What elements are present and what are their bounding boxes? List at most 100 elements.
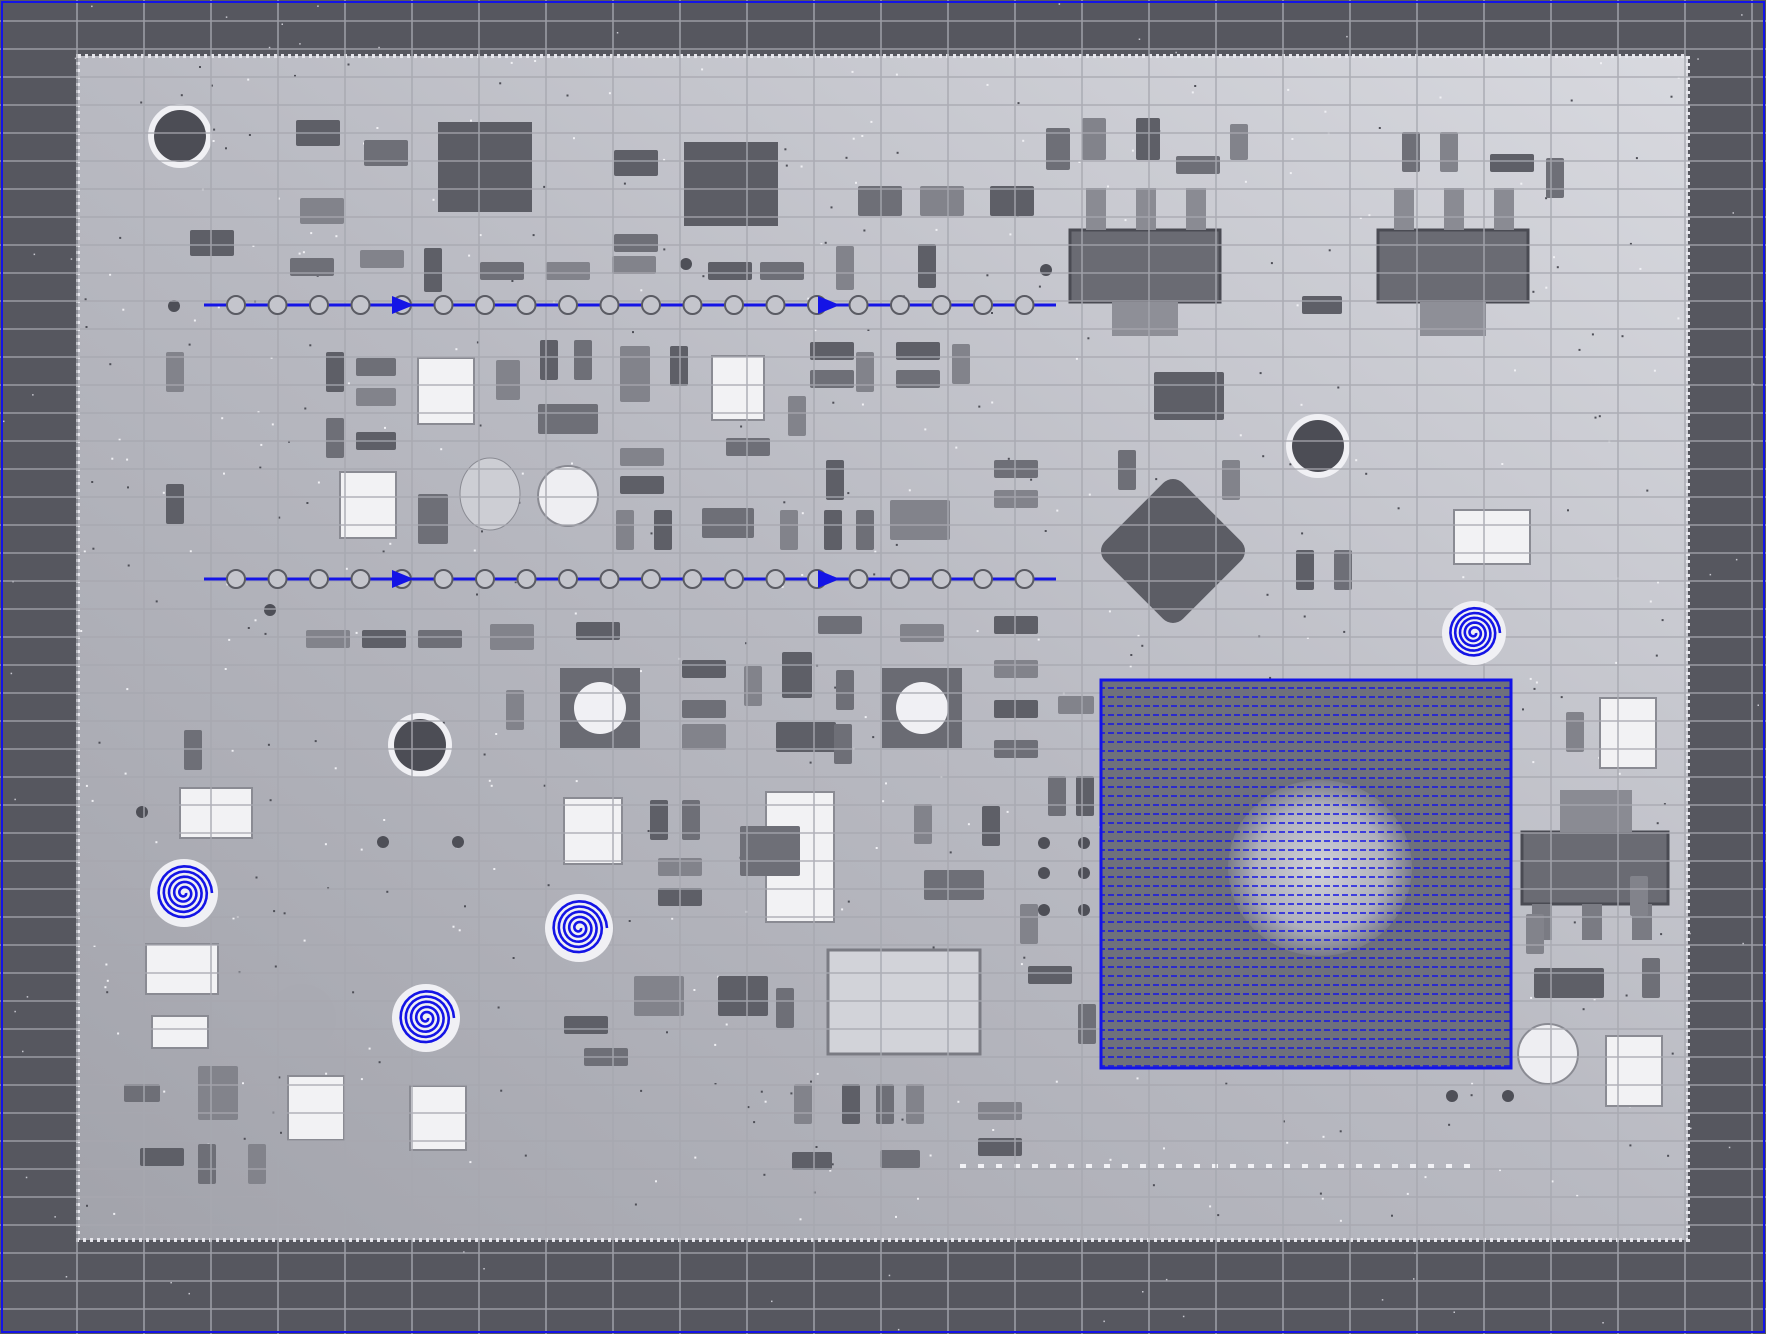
bga-scan-region[interactable] — [1099, 678, 1513, 1070]
speck — [1406, 1192, 1409, 1195]
speck — [1545, 197, 1548, 200]
test-point — [1068, 1164, 1074, 1168]
speck — [955, 446, 958, 449]
via — [1078, 837, 1090, 849]
speck — [1270, 262, 1273, 265]
regulator-pin — [1394, 188, 1414, 230]
speck — [106, 991, 109, 994]
test-point — [1320, 1164, 1326, 1168]
test-point — [996, 1164, 1002, 1168]
speck — [264, 632, 267, 635]
speck — [1303, 615, 1306, 618]
speck — [1649, 600, 1652, 603]
passive-component — [918, 244, 936, 288]
test-point — [1302, 1164, 1308, 1168]
via — [1078, 867, 1090, 879]
speck — [225, 16, 228, 18]
scan-point — [931, 295, 952, 315]
white-pad — [287, 1075, 345, 1141]
spiral-path — [399, 989, 456, 1044]
passive-component — [1526, 914, 1544, 954]
passive-component — [634, 976, 684, 1016]
speck — [1462, 576, 1465, 579]
test-point — [1032, 1164, 1038, 1168]
regulator-tab — [1560, 790, 1632, 832]
passive-component — [1048, 776, 1066, 816]
test-point — [1356, 1164, 1362, 1168]
via — [1502, 1090, 1514, 1102]
speck — [760, 1090, 763, 1093]
speck — [1182, 1315, 1185, 1318]
passive-component — [620, 448, 664, 466]
speck — [267, 743, 270, 746]
passive-component — [744, 666, 762, 706]
speck — [1741, 14, 1743, 16]
speck — [1301, 532, 1304, 535]
test-point — [1428, 1164, 1434, 1168]
speck — [547, 884, 550, 887]
speck — [1319, 1192, 1322, 1195]
speck — [1448, 1123, 1451, 1126]
scan-point — [1014, 569, 1035, 589]
speck — [310, 232, 313, 235]
speck — [1578, 348, 1581, 351]
speck — [1553, 256, 1555, 259]
test-point — [1050, 1164, 1056, 1168]
passive-component — [896, 342, 940, 360]
speck — [640, 670, 642, 673]
speck — [514, 581, 517, 584]
white-pad — [151, 1015, 209, 1049]
speck — [469, 1161, 472, 1164]
speck — [1677, 317, 1680, 320]
speck — [763, 1173, 766, 1176]
speck — [1103, 1320, 1105, 1323]
speck — [470, 119, 472, 122]
passive-component — [576, 622, 620, 640]
speck — [1629, 242, 1632, 245]
speck — [80, 630, 83, 632]
speck — [1038, 285, 1041, 288]
speck — [991, 401, 994, 404]
speck — [1217, 1214, 1220, 1217]
speck — [851, 70, 854, 73]
speck — [924, 428, 927, 431]
speck — [1470, 1094, 1473, 1097]
speck — [1556, 266, 1559, 269]
speck — [345, 567, 348, 570]
speck — [483, 1268, 485, 1270]
passive-component — [726, 438, 770, 456]
passive-component — [914, 804, 932, 844]
components-layer — [124, 104, 1670, 1184]
passive-component — [920, 186, 964, 216]
speck — [845, 156, 848, 159]
speck — [1598, 415, 1601, 418]
scan-point — [267, 295, 288, 315]
speck — [126, 458, 129, 461]
speck — [294, 74, 296, 77]
passive-component — [166, 352, 184, 392]
scan-point — [724, 569, 744, 589]
speck — [1397, 507, 1400, 510]
led-lens — [574, 682, 626, 734]
speck — [1656, 822, 1659, 825]
mounting-hole — [1292, 420, 1344, 472]
speck — [863, 229, 866, 232]
scan-point — [765, 295, 786, 315]
via — [1038, 837, 1050, 849]
passive-component — [1546, 158, 1564, 198]
passive-component — [1230, 124, 1248, 160]
passive-component — [810, 370, 854, 388]
inductor-body — [826, 948, 982, 1056]
speck — [640, 289, 643, 292]
scan-point — [558, 569, 578, 589]
passive-component — [1642, 958, 1660, 998]
passive-component — [1082, 118, 1106, 160]
scan-point — [475, 569, 495, 589]
speck — [1306, 636, 1309, 639]
speck — [93, 944, 96, 947]
speck — [861, 135, 864, 137]
speck — [347, 63, 350, 66]
passive-component — [880, 1150, 920, 1168]
